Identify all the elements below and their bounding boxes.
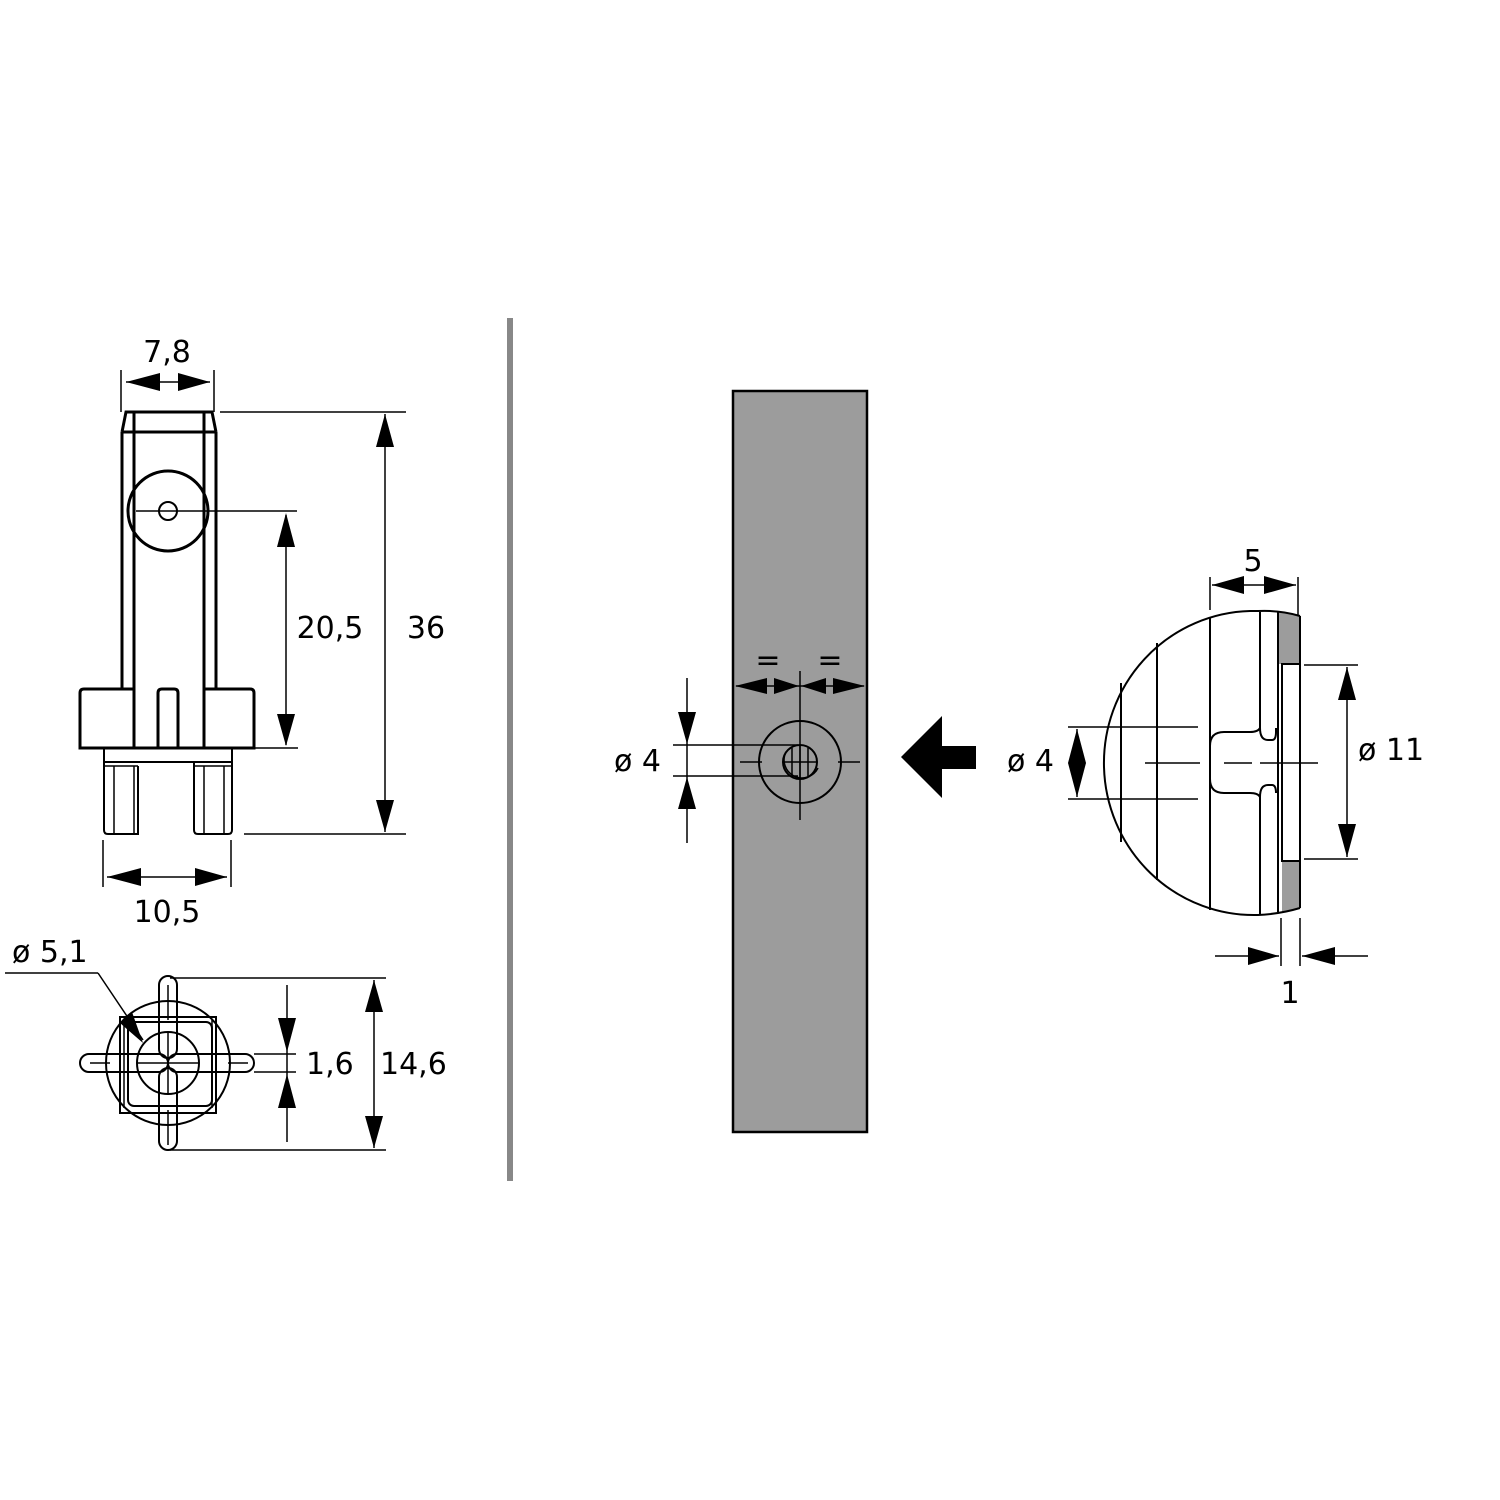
label-1: 1 — [1280, 976, 1299, 1011]
dimension-overall-14-6: 14,6 — [170, 977, 447, 1151]
label-10-5: 10,5 — [134, 895, 201, 930]
dimension-diameter-11: ø 11 — [1304, 664, 1424, 860]
dimension-recess-depth-1: 1 — [1215, 918, 1368, 1011]
dimension-total-height-36: 36 — [220, 411, 445, 835]
label-20-5: 20,5 — [297, 611, 364, 646]
label-7-8: 7,8 — [143, 335, 191, 370]
label-36: 36 — [407, 611, 445, 646]
label-panel-diameter-4: ø 4 — [614, 744, 661, 779]
dimension-hole-height-20-5: 20,5 — [254, 513, 364, 749]
label-equal-right: = — [817, 643, 842, 678]
dimension-diameter-5-1: ø 5,1 — [5, 935, 144, 1043]
dimension-depth-5: 5 — [1209, 544, 1299, 616]
dimension-panel-diameter-4: ø 4 — [614, 678, 696, 843]
label-section-diameter-4: ø 4 — [1007, 744, 1054, 779]
label-1-6: 1,6 — [306, 1047, 354, 1082]
dimension-section-diameter-4: ø 4 — [1007, 726, 1198, 800]
label-14-6: 14,6 — [380, 1047, 447, 1082]
label-diameter-5-1: ø 5,1 — [12, 935, 88, 970]
label-diameter-11: ø 11 — [1358, 733, 1424, 768]
connector-side-view — [78, 410, 297, 835]
panel-front-view: = = — [673, 389, 869, 1134]
dimension-slot-1-6: 1,6 — [254, 985, 354, 1142]
view-divider — [507, 318, 513, 1181]
label-5: 5 — [1243, 544, 1262, 579]
dimension-base-width-10-5: 10,5 — [102, 840, 232, 930]
label-equal-left: = — [755, 643, 780, 678]
dimension-width-7-8: 7,8 — [120, 335, 215, 412]
connector-end-view — [79, 975, 255, 1151]
section-detail-view — [1102, 609, 1318, 917]
arrow-left-icon — [901, 716, 976, 798]
